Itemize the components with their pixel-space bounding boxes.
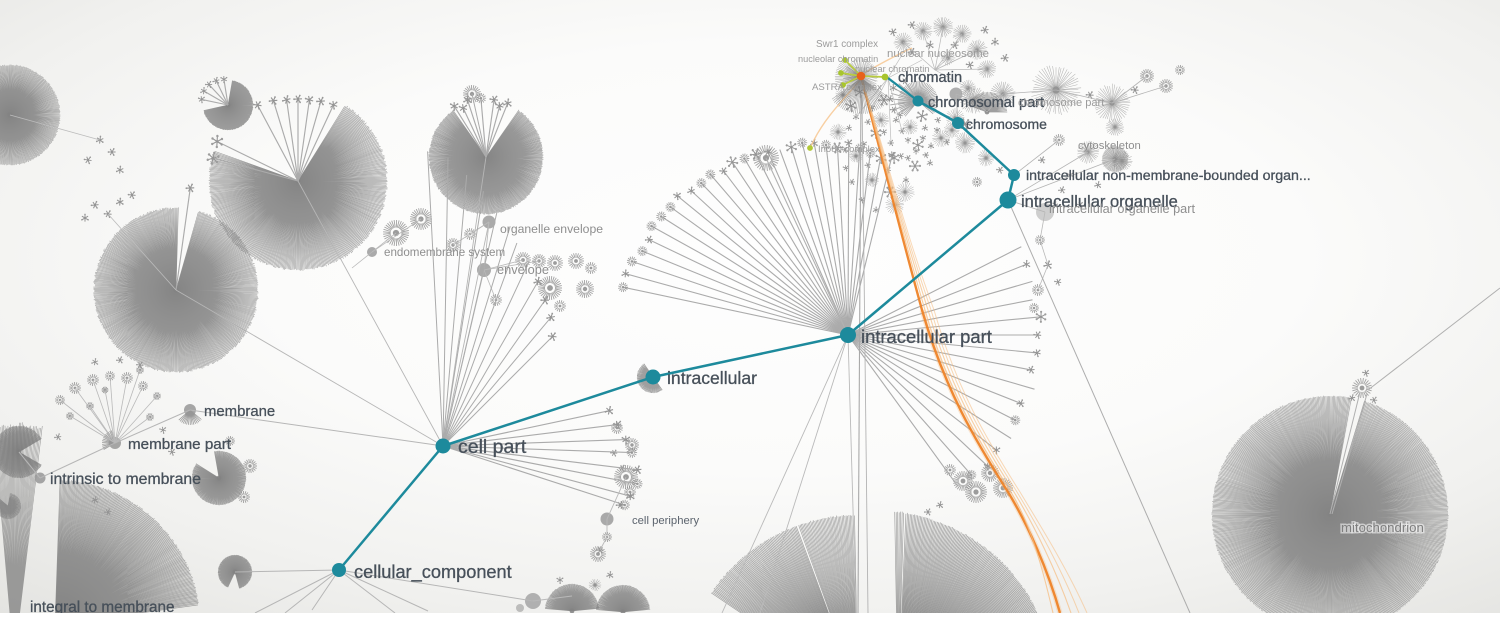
svg-text:chromosome part: chromosome part [1018, 97, 1104, 109]
svg-text:mitochondrion: mitochondrion [1341, 520, 1424, 535]
svg-text:nucleolar chromatin: nucleolar chromatin [798, 54, 878, 64]
svg-text:endomembrane system: endomembrane system [384, 246, 505, 259]
svg-text:nuclear nucleosome: nuclear nucleosome [887, 48, 989, 60]
svg-text:envelope: envelope [497, 262, 549, 277]
svg-text:ASTRA complex: ASTRA complex [812, 82, 882, 93]
svg-text:nuclear chromatin: nuclear chromatin [855, 63, 930, 74]
svg-text:cell periphery: cell periphery [632, 515, 700, 527]
svg-text:chromosomal part: chromosomal part [928, 95, 1044, 111]
svg-text:chromatin: chromatin [898, 70, 962, 86]
svg-text:intracellular part: intracellular part [861, 326, 992, 347]
svg-text:membrane: membrane [204, 404, 275, 420]
svg-text:cell part: cell part [458, 436, 527, 458]
svg-text:integral to membrane: integral to membrane [30, 599, 175, 613]
svg-text:intracellular organelle part: intracellular organelle part [1049, 202, 1195, 216]
svg-text:Swr1 complex: Swr1 complex [816, 39, 878, 50]
svg-text:intracellular non-membrane-bou: intracellular non-membrane-bounded organ… [1026, 168, 1311, 184]
svg-text:intrinsic to membrane: intrinsic to membrane [50, 471, 201, 488]
svg-text:chromosome: chromosome [966, 116, 1047, 132]
svg-text:cytoskeleton: cytoskeleton [1078, 140, 1141, 152]
svg-text:intracellular: intracellular [667, 368, 757, 388]
svg-text:Ino80 complex: Ino80 complex [818, 144, 880, 155]
svg-text:intracellular organelle: intracellular organelle [1021, 193, 1178, 211]
svg-text:cellular_component: cellular_component [354, 562, 512, 583]
svg-text:membrane part: membrane part [128, 436, 232, 453]
svg-text:organelle envelope: organelle envelope [500, 222, 603, 236]
